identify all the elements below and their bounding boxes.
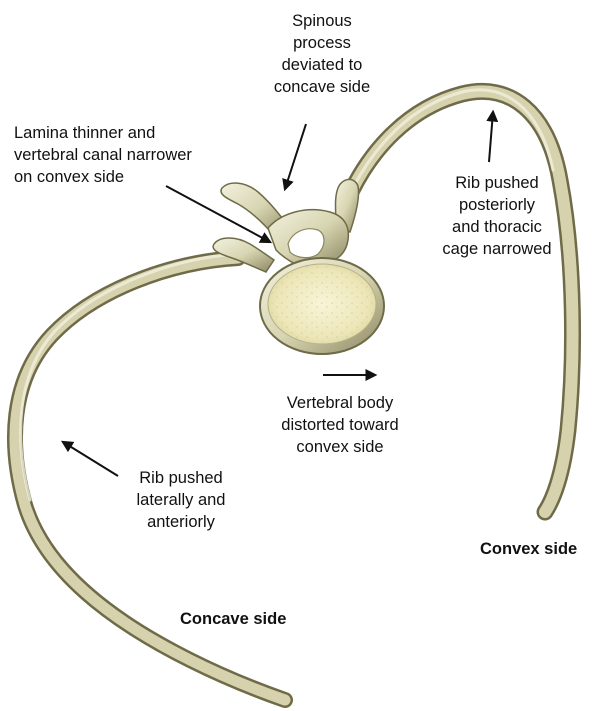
label-rib-posterior: Rib pushed posteriorly and thoracic cage… — [428, 172, 566, 260]
arrow-spinous — [285, 124, 306, 189]
label-vertebral-body: Vertebral body distorted toward convex s… — [258, 392, 422, 458]
label-spinous-process: Spinous process deviated to concave side — [262, 10, 382, 98]
vertebra — [213, 179, 384, 354]
label-rib-lateral: Rib pushed laterally and anteriorly — [124, 467, 238, 533]
label-convex-side: Convex side — [480, 538, 577, 560]
arrow-rib-posterior — [489, 112, 493, 162]
label-concave-side: Concave side — [180, 608, 286, 630]
arrow-rib-lateral — [63, 442, 118, 476]
label-lamina: Lamina thinner and vertebral canal narro… — [14, 122, 192, 188]
